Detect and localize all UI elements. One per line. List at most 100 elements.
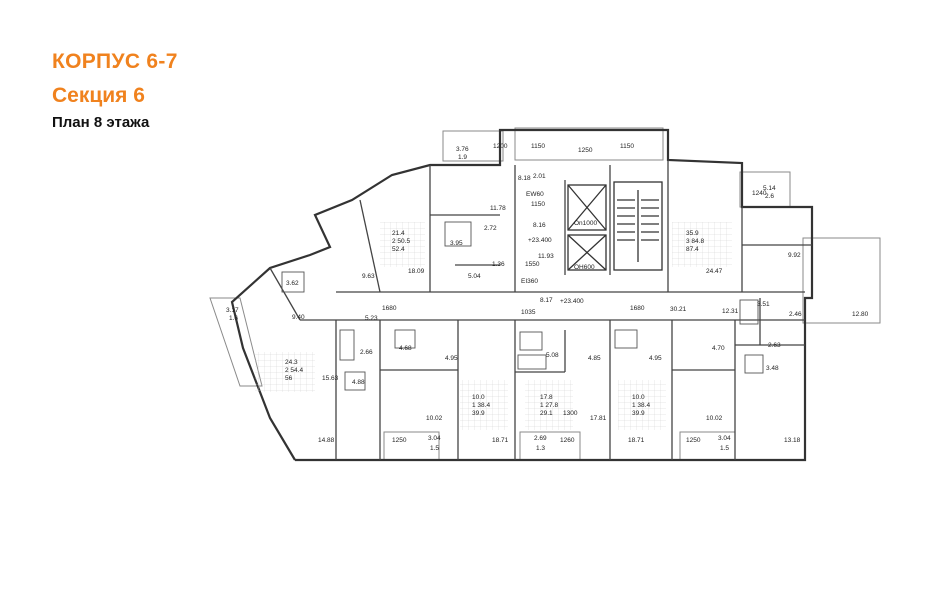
apt-4-line-3: 39.9 <box>472 410 485 417</box>
door-code: EI360 <box>521 278 538 285</box>
dimension-label: 1680 <box>630 305 645 312</box>
dimension-label: 1250 <box>578 147 593 154</box>
room-area: 12.31 <box>722 308 739 315</box>
room-area: 4.70 <box>712 345 725 352</box>
elevation-label: +23.400 <box>528 237 552 244</box>
room-area: 3.04 <box>428 435 441 442</box>
elevator-code: On1000 <box>574 220 598 227</box>
tiled-areas <box>255 222 732 430</box>
room-area: 5.14 <box>763 185 776 192</box>
interior-walls <box>269 160 812 460</box>
dimension-label: 1680 <box>382 305 397 312</box>
room-area: 4.95 <box>445 355 458 362</box>
room-area: 3.95 <box>450 240 463 247</box>
room-area: 24.47 <box>706 268 723 275</box>
apt-5-line-3: 29.1 <box>540 410 553 417</box>
room-area: 2.72 <box>484 225 497 232</box>
core-labels: +23.400 +23.400 8.16 8.17 8.18 EW60 EI36… <box>518 175 598 305</box>
room-area: 1.5 <box>430 445 439 452</box>
room-area: 18.09 <box>408 268 425 275</box>
fixtures <box>281 221 764 391</box>
apt-5-line-1: 17.8 <box>540 394 553 401</box>
dimension-label: 1150 <box>620 143 634 150</box>
room-area: 10.02 <box>426 415 443 422</box>
apt-6-line-2: 1 38.4 <box>632 402 650 409</box>
room-area: 12.80 <box>852 311 869 318</box>
elevator-code: OH600 <box>574 264 595 271</box>
room-area: 4.88 <box>352 379 365 386</box>
room-area: 2.63 <box>768 342 781 349</box>
room-code: 8.16 <box>533 222 546 229</box>
apt-2-line-3: 87.4 <box>686 246 699 253</box>
room-area: 5.23 <box>365 315 378 322</box>
room-area: 9.63 <box>362 273 375 280</box>
apt-2-line-1: 35.9 <box>686 230 699 237</box>
dimension-label: 1150 <box>531 201 545 208</box>
room-area: 10.02 <box>706 415 723 422</box>
apt-1-line-1: 21.4 <box>392 230 405 237</box>
apt-1-line-3: 52.4 <box>392 246 405 253</box>
room-area: 13.18 <box>784 437 801 444</box>
plan-title: План 8 этажа <box>52 114 150 131</box>
room-area: 2.6 <box>765 193 774 200</box>
dimension-label: 1250 <box>392 437 407 444</box>
building-title: КОРПУС 6-7 <box>52 50 178 73</box>
room-area: 5.04 <box>468 273 481 280</box>
dimension-label: 1250 <box>686 437 701 444</box>
apt-1-line-2: 2 50.5 <box>392 238 410 245</box>
section-title: Секция 6 <box>52 84 145 107</box>
apt-5-line-2: 1 27.8 <box>540 402 558 409</box>
room-area: 11.78 <box>490 205 506 212</box>
room-area: 2.69 <box>534 435 547 442</box>
room-area: 4.85 <box>588 355 601 362</box>
room-area: 18.71 <box>628 437 645 444</box>
apt-3-line-2: 2 54.4 <box>285 367 303 374</box>
dimension-label: 1550 <box>525 261 540 268</box>
dimension-label: 11.93 <box>538 253 554 260</box>
room-area: 3.48 <box>766 365 779 372</box>
apt-6-line-3: 39.9 <box>632 410 645 417</box>
room-area: 14.88 <box>318 437 335 444</box>
dimension-label: 1260 <box>560 437 575 444</box>
room-code: 8.17 <box>540 297 553 304</box>
room-area: 5.08 <box>546 352 559 359</box>
apartment-labels: 21.4 2 50.5 52.4 35.9 3 84.8 87.4 24.3 2… <box>285 230 704 417</box>
room-area: 1.5 <box>720 445 729 452</box>
dimension-label: 1300 <box>563 410 578 417</box>
room-area: 1.6 <box>229 315 238 322</box>
dimension-label: 1035 <box>521 309 536 316</box>
room-area: 1.36 <box>492 261 505 268</box>
room-area: 2.66 <box>360 349 373 356</box>
dimension-label: 1150 <box>531 143 545 150</box>
room-area: 9.40 <box>292 314 305 321</box>
apt-6-line-1: 10.0 <box>632 394 645 401</box>
room-area: 9.92 <box>788 252 801 259</box>
room-area: 1.3 <box>536 445 545 452</box>
apt-3-line-3: 56 <box>285 375 293 382</box>
door-code: EW60 <box>526 191 544 198</box>
room-area-labels: 3.76 1.9 5.14 2.6 11.78 2.72 3.95 2.01 9… <box>226 146 869 452</box>
room-area: 1.9 <box>458 154 467 161</box>
outer-walls <box>230 128 814 462</box>
room-code: 8.18 <box>518 175 531 182</box>
elevation-label: +23.400 <box>560 298 584 305</box>
room-area: 3.51 <box>757 301 770 308</box>
room-area: 2.46 <box>789 311 802 318</box>
dimension-label: 1240 <box>752 190 767 197</box>
room-area: 3.04 <box>718 435 731 442</box>
apt-2-line-2: 3 84.8 <box>686 238 704 245</box>
room-area: 4.68 <box>399 345 412 352</box>
room-area: 3.76 <box>456 146 469 153</box>
dimension-labels: 1150 1150 1150 1250 1200 1240 1680 1680 … <box>382 143 767 444</box>
room-area: 15.63 <box>322 375 339 382</box>
apt-3-line-1: 24.3 <box>285 359 298 366</box>
dimension-label: 1200 <box>493 143 508 150</box>
room-area: 30.21 <box>670 306 687 313</box>
room-area: 2.01 <box>533 173 546 180</box>
core <box>567 181 663 271</box>
apt-4-line-1: 10.0 <box>472 394 485 401</box>
room-area: 3.62 <box>286 280 299 287</box>
room-area: 3.17 <box>226 307 239 314</box>
room-area: 17.81 <box>590 415 607 422</box>
